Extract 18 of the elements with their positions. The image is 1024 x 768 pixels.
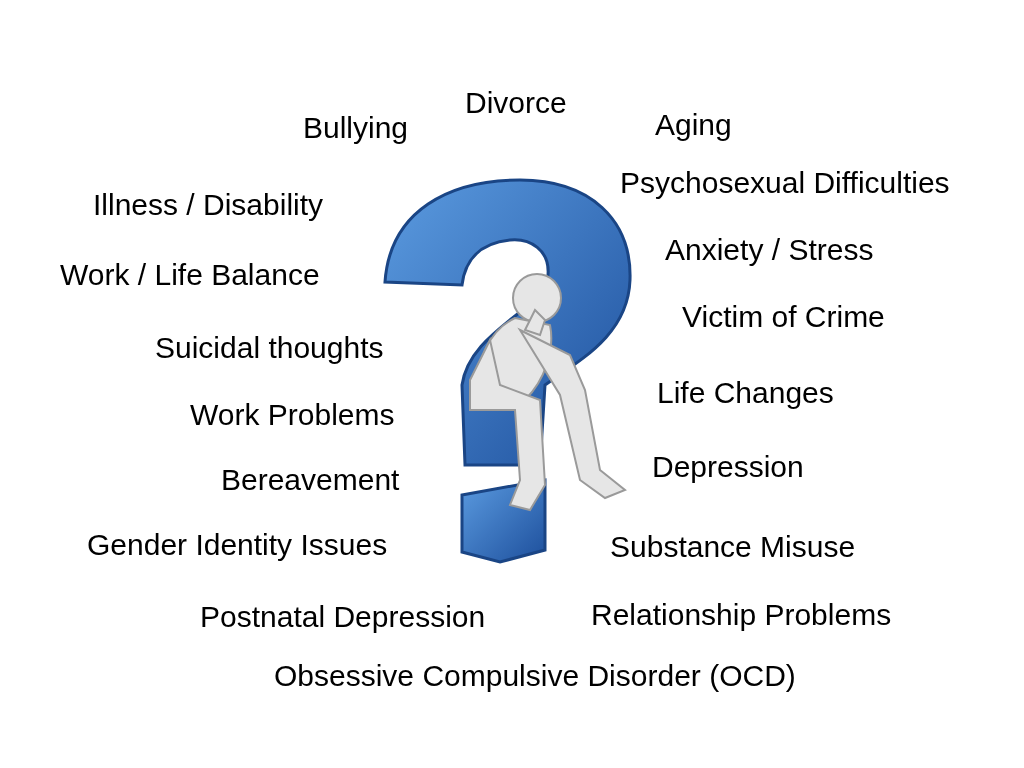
issue-label: Gender Identity Issues [87, 528, 388, 562]
issue-label: Anxiety / Stress [665, 233, 874, 267]
issue-label: Psychosexual Difficulties [620, 166, 950, 200]
issue-label: Victim of Crime [682, 300, 885, 334]
issue-label: Divorce [465, 86, 567, 120]
issue-label: Work / Life Balance [60, 258, 320, 292]
issue-label: Work Problems [190, 398, 395, 432]
issue-label: Aging [655, 108, 732, 142]
issue-label: Bullying [303, 111, 409, 145]
issue-label: Suicidal thoughts [155, 331, 384, 365]
issue-label: Life Changes [657, 376, 834, 410]
issue-label: Bereavement [221, 463, 400, 497]
issue-label: Illness / Disability [93, 188, 324, 222]
issue-label: Relationship Problems [591, 598, 892, 632]
issue-label: Depression [652, 450, 804, 484]
issue-label: Postnatal Depression [200, 600, 486, 634]
issue-label: Obsessive Compulsive Disorder (OCD) [274, 659, 796, 693]
issue-label: Substance Misuse [610, 530, 856, 564]
